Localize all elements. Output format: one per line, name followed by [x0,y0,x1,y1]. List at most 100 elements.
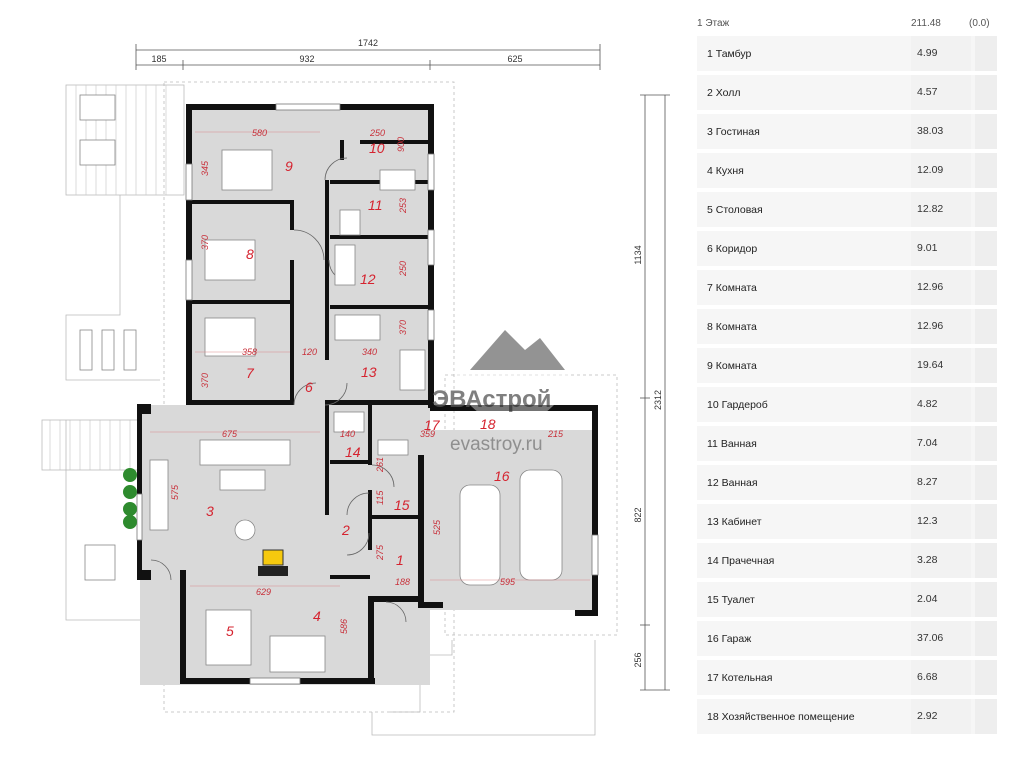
room-extra-cell [975,699,997,734]
room-dim: 629 [256,587,271,597]
room-number-6: 6 [305,379,313,395]
room-extra-cell [975,426,997,461]
total-area: 211.48 [911,17,941,29]
room-extra-cell [975,231,997,266]
room-dim: 580 [252,128,267,138]
furniture [79,94,563,673]
table-row: 1 Тамбур 4.99 [697,36,997,71]
watermark-brand: ЭВАстрой [432,386,551,413]
room-number-7: 7 [246,365,255,381]
room-number-8: 8 [246,246,254,262]
dim-total-width: 1742 [358,38,378,48]
dim-seg-mid: 932 [299,54,314,64]
inner-walls [192,140,430,579]
room-dim: 188 [395,577,410,587]
room-area: 2.92 [911,699,971,734]
room-name: 13 Кабинет [707,515,762,528]
room-area: 7.04 [911,426,971,461]
room-dim: 261 [375,457,385,473]
table-row: 10 Гардероб 4.82 [697,387,997,422]
fireplace-base [258,566,288,576]
room-extra-cell [975,153,997,188]
room-name: 15 Туалет [707,593,755,606]
right-dimension-lines [640,94,670,691]
room-extra-cell [975,270,997,305]
room-number-12: 12 [360,271,376,287]
room-number-11: 11 [368,197,383,213]
room-area: 4.57 [911,75,971,110]
room-dim: 340 [362,347,377,357]
room-name: 2 Холл [707,86,741,99]
room-area: 12.3 [911,504,971,539]
table-rows: 1 Тамбур 4.99 2 Холл 4.57 3 Гостиная 38.03 4 К… [697,36,997,734]
outer-walls [137,104,598,684]
room-number-10: 10 [369,140,385,156]
table-row: 15 Туалет 2.04 [697,582,997,617]
room-dim: 250 [398,261,408,277]
room-extra-cell [975,75,997,110]
room-dim: 250 [369,128,385,138]
room-dim: 370 [200,235,210,250]
room-area: 12.96 [911,270,971,305]
room-dim: 525 [432,519,442,535]
room-dim: 140 [340,429,355,439]
room-area: 2.04 [911,582,971,617]
fireplace-icon [262,549,284,566]
room-extra-cell [975,114,997,149]
room-extra-cell [975,543,997,578]
room-number-2: 2 [341,522,350,538]
room-name: 12 Ванная [707,476,758,489]
room-name: 4 Кухня [707,164,744,177]
room-name: 16 Гараж [707,632,752,645]
room-name: 9 Комната [707,359,757,372]
extra-area: (0.0) [969,17,990,29]
room-dim: 370 [200,373,210,388]
room-extra-cell [975,309,997,344]
room-dim: 595 [500,577,516,587]
table-row: 9 Комната 19.64 [697,348,997,383]
room-dim: 370 [398,320,408,335]
room-dim: 215 [547,429,564,439]
room-number-15: 15 [394,497,410,513]
dim-vert-mid: 822 [633,507,643,522]
watermark: ЭВАстрой evastroy.ru [432,307,570,455]
floor-plan: 1742 185 932 625 1134 2312 822 256 [41,38,670,736]
dim-vert-bottom: 256 [633,652,643,667]
room-name: 6 Коридор [707,242,758,255]
room-dim: 575 [170,484,180,500]
room-area: 38.03 [911,114,971,149]
room-dim: 275 [375,544,385,561]
room-area: 12.82 [911,192,971,227]
room-name: 10 Гардероб [707,398,768,411]
room-dim: 358 [242,347,257,357]
room-extra-cell [975,582,997,617]
room-number-5: 5 [226,623,234,639]
room-extra-cell [975,465,997,500]
room-number-3: 3 [206,503,214,519]
room-number-14: 14 [345,444,361,460]
room-area: 19.64 [911,348,971,383]
room-number-17: 17 [424,417,441,433]
room-name: 3 Гостиная [707,125,760,138]
hedge-plants [123,468,137,529]
room-number-13: 13 [361,364,377,380]
room-dim: 359 [420,429,435,439]
room-extra-cell [975,621,997,656]
room-name: 11 Ванная [707,437,757,450]
room-area: 6.68 [911,660,971,695]
room-area: 4.99 [911,36,971,71]
room-extra-cell [975,348,997,383]
room-name: 1 Тамбур [707,47,752,60]
room-extra-cell [975,36,997,71]
top-dimension-lines [135,44,601,70]
room-area: 12.96 [911,309,971,344]
table-row: 3 Гостиная 38.03 [697,114,997,149]
room-area: 4.82 [911,387,971,422]
room-number-16: 16 [494,468,510,484]
